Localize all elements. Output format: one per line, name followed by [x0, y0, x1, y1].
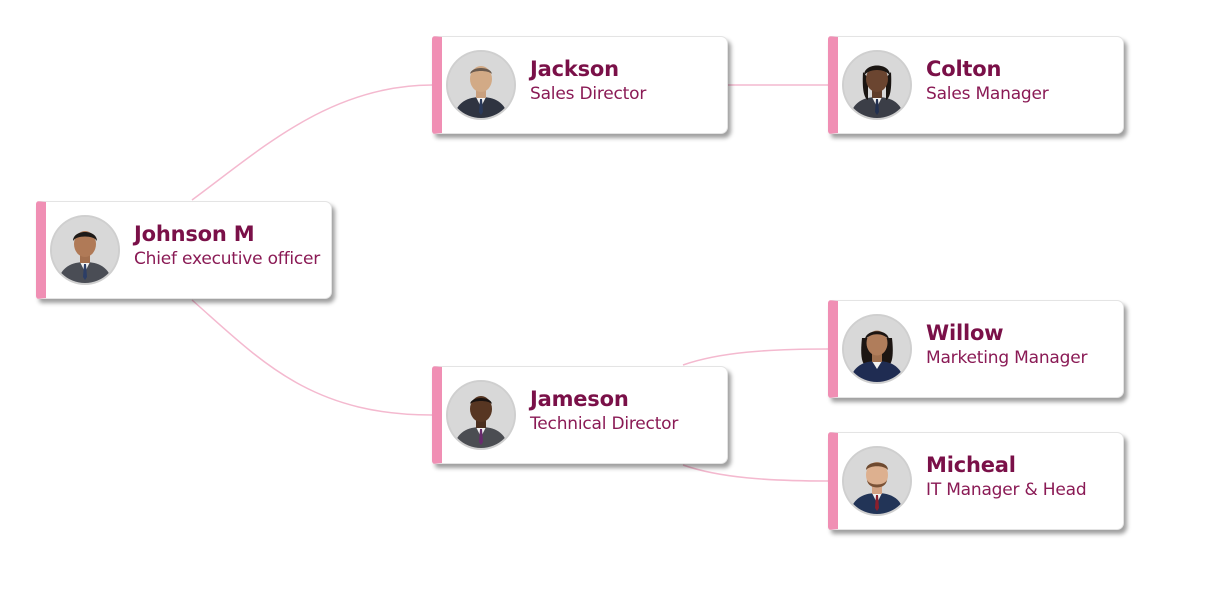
- node-title: IT Manager & Head: [926, 480, 1087, 500]
- org-node-johnson[interactable]: Johnson M Chief executive officer: [36, 201, 332, 299]
- node-title: Technical Director: [530, 414, 679, 434]
- connector-johnson-jackson: [191, 84, 433, 201]
- node-name: Jameson: [530, 387, 629, 411]
- org-node-colton[interactable]: Colton Sales Manager: [828, 36, 1124, 134]
- org-node-micheal[interactable]: Micheal IT Manager & Head: [828, 432, 1124, 530]
- connector-jameson-willow: [682, 348, 829, 366]
- node-title: Sales Manager: [926, 84, 1049, 104]
- avatar-colton: [844, 52, 910, 118]
- node-name: Willow: [926, 321, 1004, 345]
- org-node-jameson[interactable]: Jameson Technical Director: [432, 366, 728, 464]
- node-name: Colton: [926, 57, 1002, 81]
- node-name: Johnson M: [134, 222, 255, 246]
- node-title: Sales Director: [530, 84, 647, 104]
- avatar-jackson: [448, 52, 514, 118]
- avatar-micheal: [844, 448, 910, 514]
- person-avatar-icon: [448, 382, 514, 448]
- avatar-johnson: [52, 217, 118, 283]
- connector-johnson-jameson: [191, 299, 433, 416]
- org-node-willow[interactable]: Willow Marketing Manager: [828, 300, 1124, 398]
- person-avatar-icon: [844, 316, 910, 382]
- node-name: Micheal: [926, 453, 1016, 477]
- avatar-jameson: [448, 382, 514, 448]
- node-name: Jackson: [530, 57, 619, 81]
- node-title: Marketing Manager: [926, 348, 1088, 368]
- person-avatar-icon: [844, 448, 910, 514]
- person-avatar-icon: [448, 52, 514, 118]
- node-title: Chief executive officer: [134, 249, 321, 269]
- person-avatar-icon: [52, 217, 118, 283]
- connector-jameson-micheal: [682, 464, 829, 482]
- org-node-jackson[interactable]: Jackson Sales Director: [432, 36, 728, 134]
- avatar-willow: [844, 316, 910, 382]
- person-avatar-icon: [844, 52, 910, 118]
